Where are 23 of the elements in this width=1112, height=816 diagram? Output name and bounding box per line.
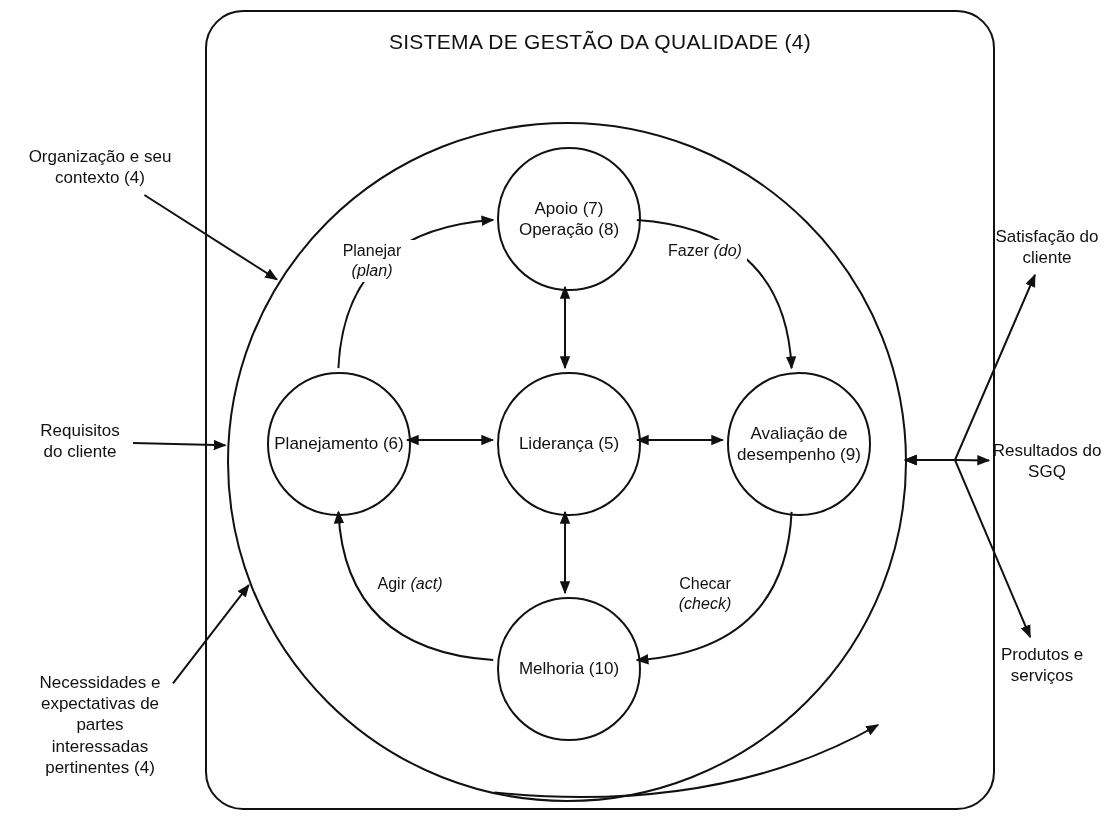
input-text: Organização e seu contexto (4) <box>25 142 175 192</box>
output-text: Satisfação do cliente <box>992 222 1102 272</box>
process-circle <box>497 147 641 291</box>
arrow <box>334 510 495 662</box>
process-circle: Melhoria (10) <box>497 597 641 741</box>
process-circle: Liderança (5) <box>497 372 641 516</box>
double-arrow <box>635 434 725 446</box>
input-text: Requisitos do cliente <box>30 416 130 466</box>
double-arrow <box>559 510 571 595</box>
node-label: Apoio (7) <box>533 197 605 219</box>
arrow <box>172 584 250 685</box>
output-text: Produtos e serviços <box>992 640 1092 690</box>
arrow <box>143 194 278 281</box>
process-circle: Planejamento (6) <box>267 372 411 516</box>
arrow <box>635 510 793 664</box>
double-arrow <box>559 285 571 370</box>
boundary-title: SISTEMA DE GESTÃO DA QUALIDADE (4) <box>387 30 813 54</box>
input-text: Necessidades e expectativas de partes interessadas pertinentes (4) <box>30 660 170 790</box>
node-label: Operação (8) <box>517 219 621 241</box>
double-arrow <box>405 434 495 446</box>
output-text: Resultados do SGQ <box>992 436 1102 486</box>
process-circle: Avaliação de desempenho (9) <box>727 372 871 516</box>
arrow <box>132 439 227 451</box>
